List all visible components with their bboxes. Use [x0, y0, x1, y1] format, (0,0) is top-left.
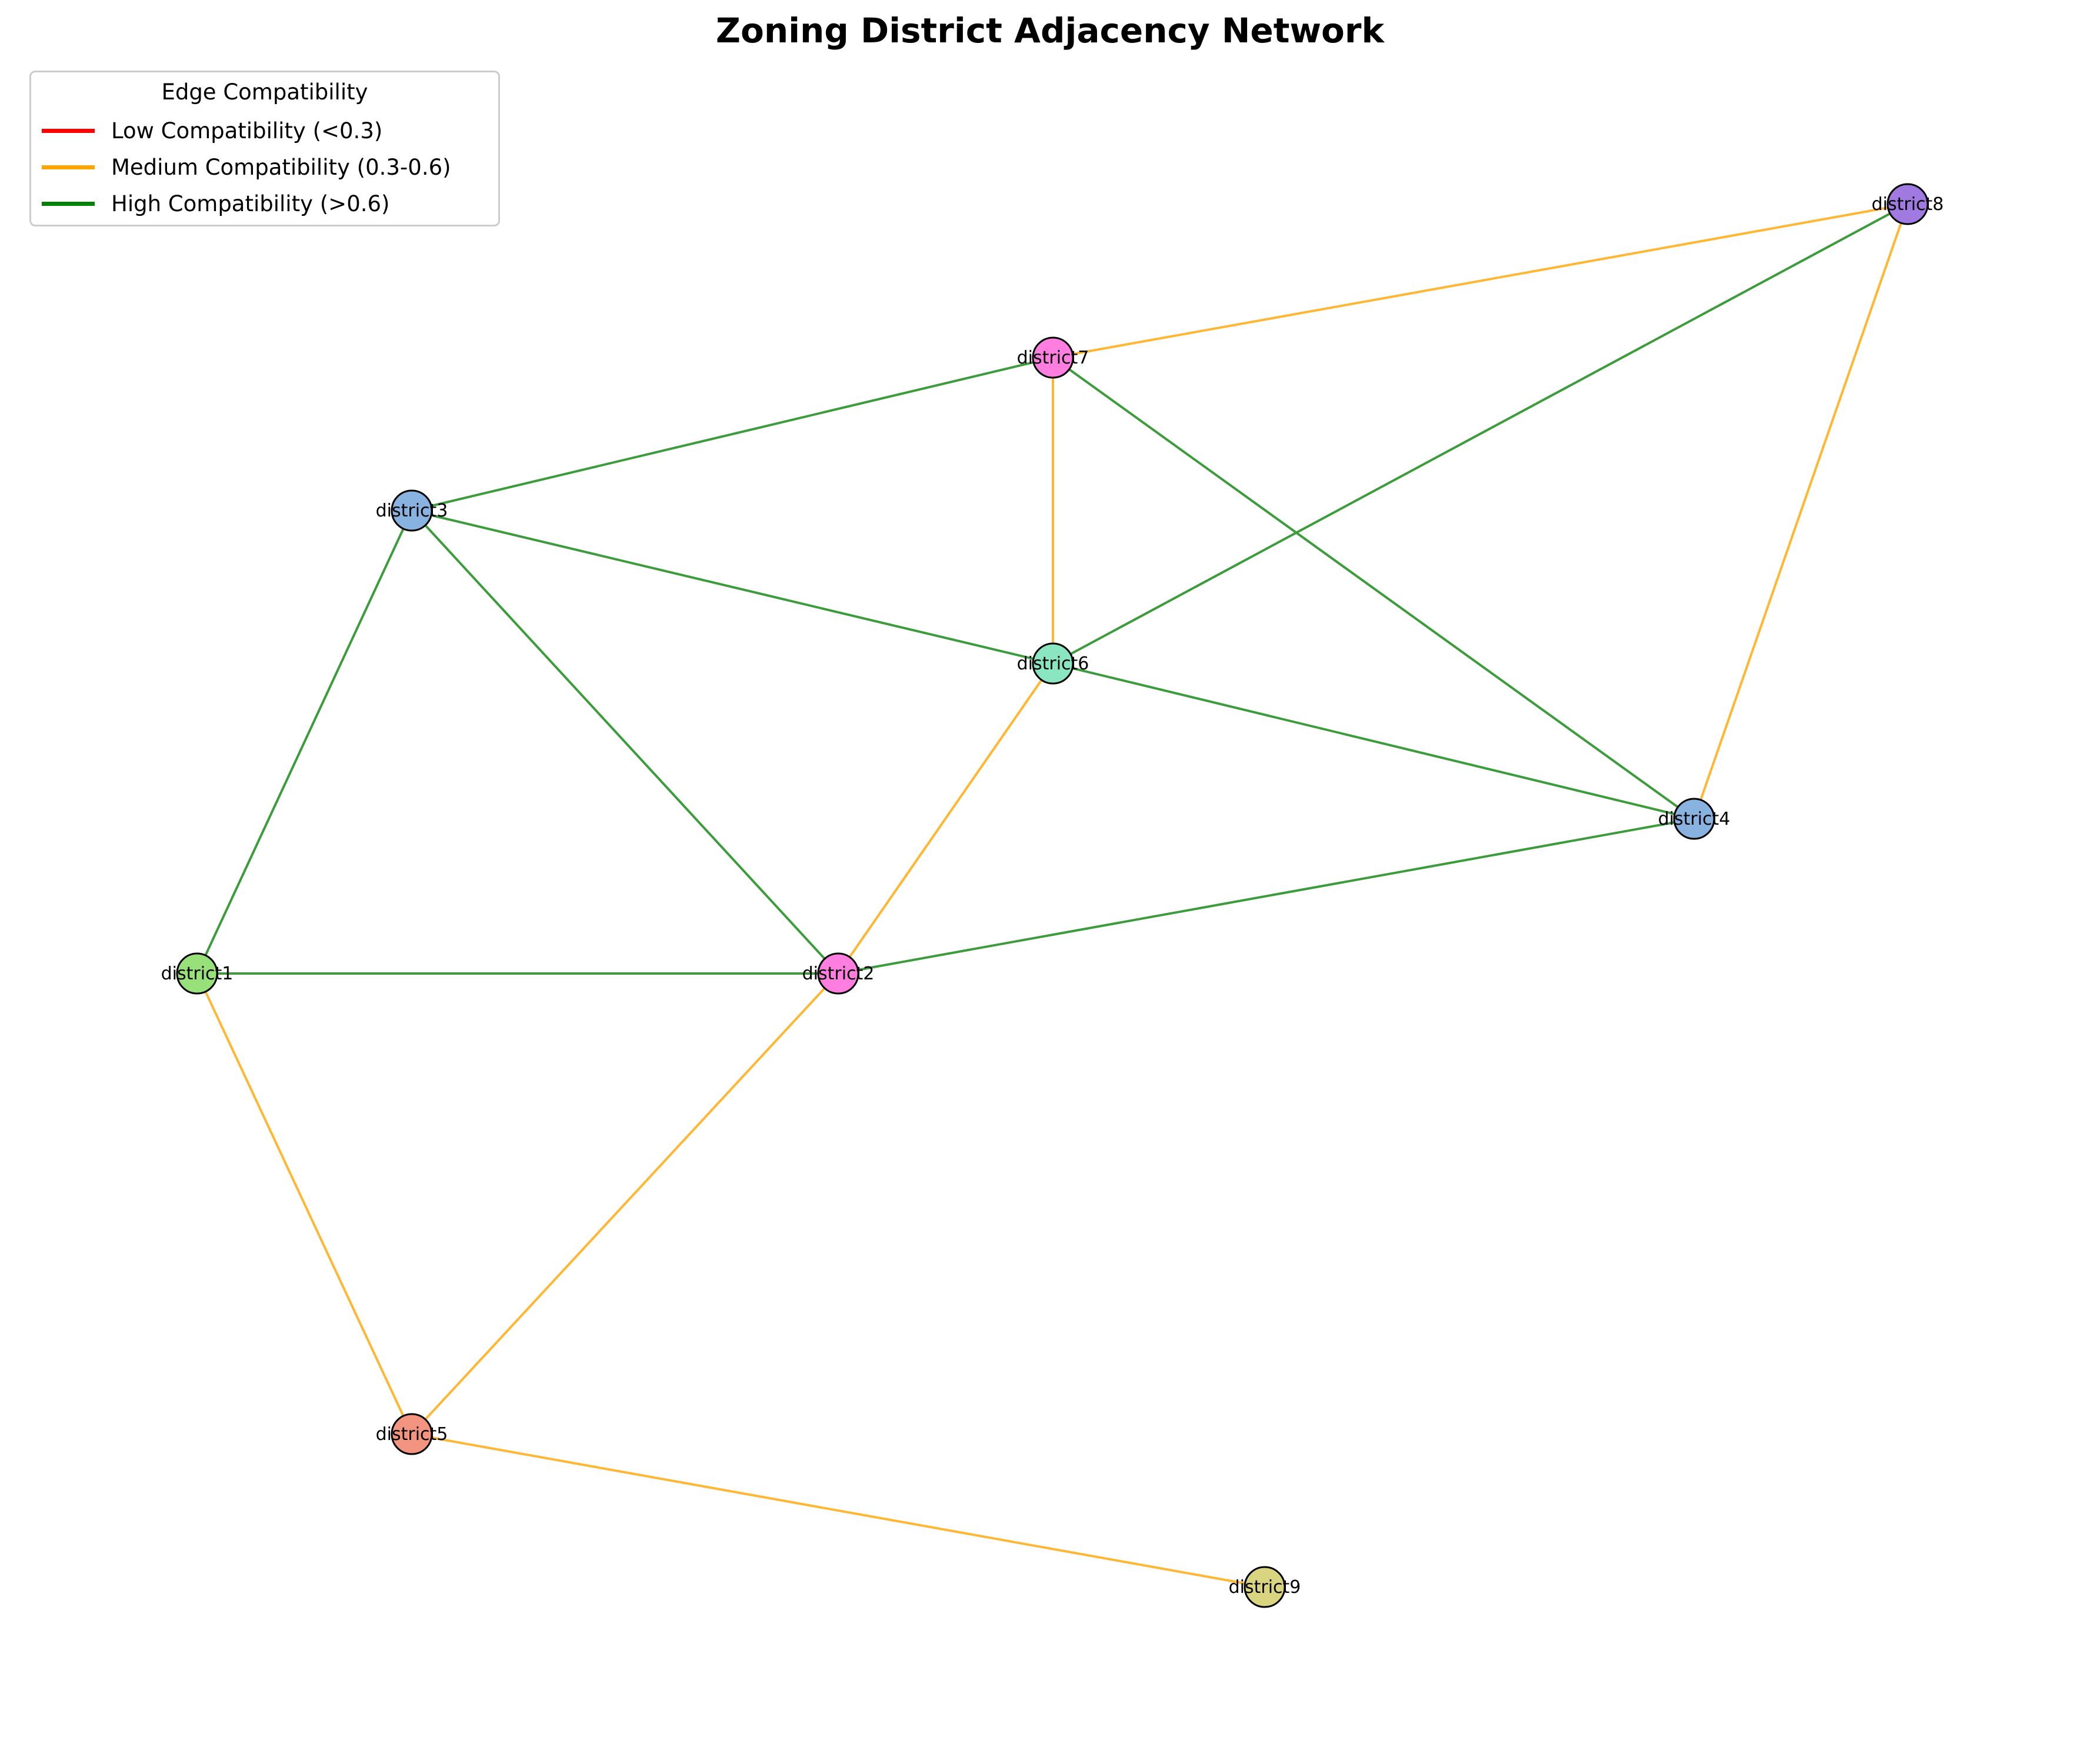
chart-title: Zoning District Adjacency Network — [715, 11, 1385, 51]
legend-label-medium: Medium Compatibility (0.3-0.6) — [111, 155, 451, 180]
edge-district6-district8 — [1052, 203, 1908, 665]
legend-label-low: Low Compatibility (<0.3) — [111, 118, 383, 144]
edge-district2-district3 — [411, 509, 839, 975]
node-circle-district9 — [1244, 1566, 1286, 1608]
legend-title: Edge Compatibility — [161, 79, 368, 105]
edge-district7-district8 — [1052, 203, 1908, 359]
node-label-district5: district5 — [376, 1424, 448, 1445]
edges-layer — [196, 203, 1909, 1588]
node-circle-district8 — [1886, 183, 1929, 225]
node-district8: district8 — [1872, 183, 1944, 225]
node-district5: district5 — [376, 1413, 448, 1455]
edge-district3-district6 — [411, 509, 1054, 665]
legend-swatch-low — [42, 129, 95, 133]
edge-district5-district9 — [411, 1433, 1265, 1588]
nodes-layer: district1 district2 district3 district4 dist… — [161, 183, 1944, 1608]
edge-district1-district3 — [196, 510, 413, 974]
node-label-district9: district9 — [1229, 1577, 1301, 1598]
legend-swatch-high — [42, 202, 95, 206]
edge-district2-district6 — [837, 662, 1054, 975]
edge-district2-district4 — [838, 818, 1695, 975]
node-district9: district9 — [1229, 1566, 1301, 1608]
node-label-district2: district2 — [802, 963, 875, 984]
node-circle-district4 — [1673, 798, 1715, 840]
node-label-district1: district1 — [161, 963, 234, 984]
node-label-district6: district6 — [1017, 654, 1089, 674]
node-label-district4: district4 — [1658, 809, 1731, 829]
node-circle-district1 — [176, 952, 218, 995]
node-label-district7: district7 — [1017, 348, 1089, 368]
node-circle-district3 — [391, 489, 433, 532]
node-district4: district4 — [1658, 798, 1731, 840]
node-district3: district3 — [376, 489, 448, 532]
node-label-district3: district3 — [376, 501, 448, 521]
node-circle-district7 — [1032, 336, 1074, 379]
edge-district4-district7 — [1052, 356, 1695, 820]
node-district1: district1 — [161, 952, 234, 995]
node-circle-district5 — [391, 1413, 433, 1455]
legend-swatch-medium — [42, 165, 95, 169]
legend-label-high: High Compatibility (>0.6) — [111, 191, 390, 216]
node-circle-district6 — [1032, 642, 1074, 685]
edge-district4-district8 — [1693, 204, 1909, 819]
node-district2: district2 — [802, 952, 875, 995]
node-district6: district6 — [1017, 642, 1089, 685]
edge-district4-district6 — [1052, 662, 1695, 820]
legend: Edge Compatibility Low Compatibility (<0… — [29, 71, 500, 226]
edge-district1-district5 — [196, 973, 413, 1435]
edge-district3-district7 — [411, 356, 1054, 512]
node-district7: district7 — [1017, 336, 1089, 379]
edge-district2-district5 — [411, 972, 839, 1435]
node-circle-district2 — [817, 952, 859, 995]
node-label-district8: district8 — [1872, 194, 1944, 215]
